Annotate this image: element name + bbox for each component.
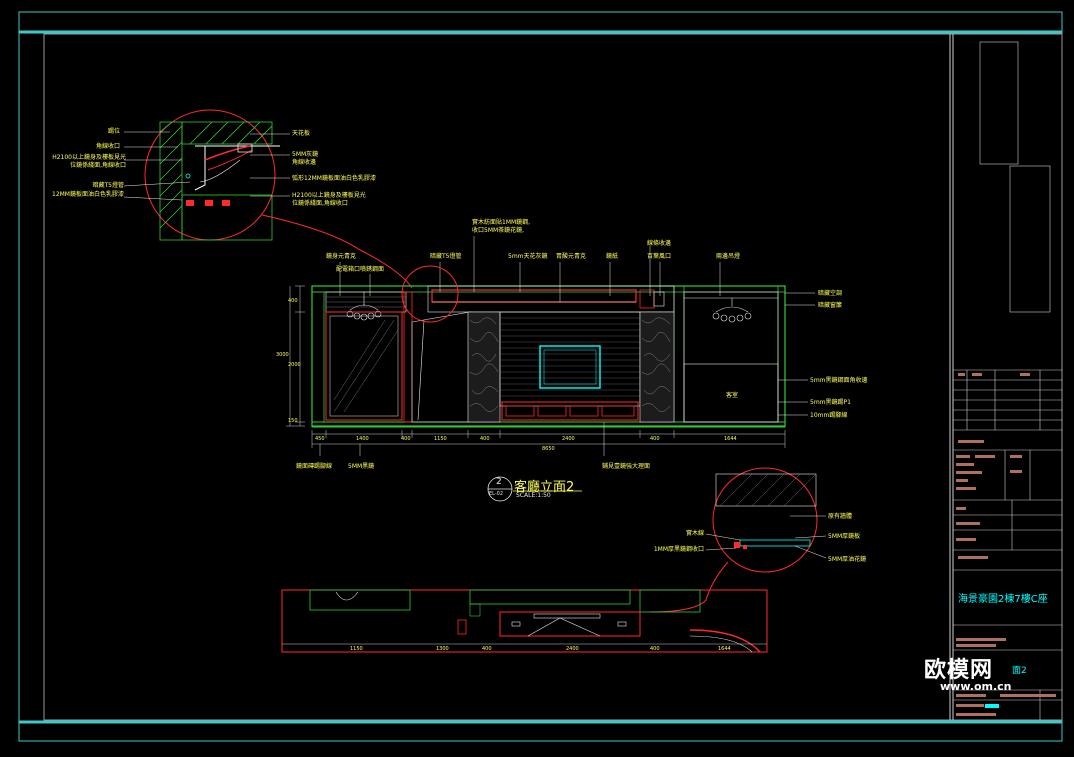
plan-dim-1: 1150 bbox=[350, 646, 363, 652]
elevation-main bbox=[286, 236, 815, 456]
elevation-right-room bbox=[683, 291, 779, 423]
watermark-logo: 欧模网 bbox=[924, 658, 994, 683]
elevation-dim-7: 400 bbox=[650, 436, 660, 442]
detail-top-label-7: 天花板 bbox=[292, 130, 311, 137]
elevation-dim-3: 400 bbox=[401, 436, 411, 442]
plan-dim-5: 400 bbox=[650, 646, 660, 652]
plan-dim-4: 2400 bbox=[566, 646, 579, 652]
detail-top-label-6: 12MM鏡板面油白色乳膠漆 bbox=[52, 191, 124, 198]
sheet-frame bbox=[18, 11, 1063, 742]
elevation-left-mirror bbox=[325, 311, 403, 421]
elevation-top-label-7: 胃酸元青克 bbox=[556, 253, 587, 260]
elevation-top-label-10: 百葉風口 bbox=[647, 253, 672, 260]
drawing-marker-number: 2 bbox=[496, 477, 502, 487]
floor-plan-strip bbox=[281, 589, 768, 653]
drawing-title-marker bbox=[487, 476, 582, 502]
detail-top-label-4: 位鏡係綫面,角線收口 bbox=[70, 162, 126, 169]
elevation-top-label-2: 配電箱口噴銹鋼面 bbox=[336, 266, 385, 273]
detail-top-leaders bbox=[123, 131, 290, 201]
elevation-top-label-8: 鏡紙 bbox=[606, 253, 619, 260]
elevation-dim-8: 1644 bbox=[724, 436, 737, 442]
elevation-top-label-6: 5mm天花灰鏡 bbox=[508, 253, 548, 260]
detail-circle-bottom bbox=[705, 467, 827, 573]
detail-top-label-5: 暗藏T5燈管 bbox=[92, 182, 124, 189]
detail-bottom-label-1: 實木線 bbox=[685, 530, 704, 537]
elevation-dim-6: 2400 bbox=[562, 436, 575, 442]
elevation-bottom-label-3: 鋪見壹鏡強大理面 bbox=[602, 463, 651, 470]
elevation-top-label-1: 鏡身元青克 bbox=[326, 253, 357, 260]
elevation-right-label-2: 暗藏窗簾 bbox=[818, 302, 843, 309]
elevation-angled-door bbox=[411, 311, 471, 423]
detail-top-label-2: 角線收口 bbox=[95, 143, 120, 150]
detail-top-label-3: H2100以上鏡身及樓板見光 bbox=[52, 154, 126, 161]
elevation-bottom-label-1: 鏡面磚踢腳線 bbox=[296, 463, 333, 470]
detail-circle-top bbox=[123, 109, 290, 241]
elevation-dim-total: 8650 bbox=[542, 446, 555, 452]
elevation-top-label-4: 實木紡面貼1MM鏡鋼, bbox=[472, 219, 531, 226]
detail-top-label-8: 5MM灰鏡 bbox=[292, 151, 319, 158]
elevation-right-label-5: 10mm踢腳線 bbox=[810, 412, 848, 419]
detail-top-label-9: 角線收邊 bbox=[292, 159, 317, 166]
elevation-right-label-1: 暗藏空調 bbox=[818, 290, 843, 297]
detail-top-label-12: 位鏡係綫面,角線收口 bbox=[292, 200, 348, 207]
elevation-top-label-9: 線條收邊 bbox=[647, 240, 672, 247]
title-block bbox=[953, 41, 1062, 720]
drawing-marker-code: EL-02 bbox=[489, 491, 504, 497]
elevation-tv bbox=[539, 345, 601, 389]
elevation-dim-left-1: 400 bbox=[288, 298, 298, 304]
detail-bottom-label-4: 5MM厚鏡板 bbox=[828, 533, 861, 540]
watermark-url: www.om.cn bbox=[940, 680, 1012, 693]
drawing-title: 客廳立面2 bbox=[514, 480, 575, 495]
detail-bottom-label-2: 1MM厚黑鏡鋼收口 bbox=[653, 546, 704, 553]
elevation-top-label-3: 暗藏T5燈管 bbox=[430, 253, 462, 260]
elevation-brick-wall bbox=[499, 311, 641, 407]
elevation-marble-left bbox=[467, 311, 501, 423]
elevation-top-label-11: 兩邊吊燈 bbox=[716, 253, 741, 260]
elevation-dim-1: 450 bbox=[315, 436, 325, 442]
elevation-dim-left-3: 3000 bbox=[276, 352, 289, 358]
elevation-room-label: 客室 bbox=[726, 392, 739, 399]
detail-top-connector bbox=[261, 214, 413, 289]
detail-top-label-1: 踢位 bbox=[107, 128, 120, 135]
detail-bottom-label-5: 5MM厚油花鏡 bbox=[828, 556, 867, 563]
elevation-label-leaders bbox=[319, 236, 815, 456]
detail-bottom-connector bbox=[649, 561, 729, 613]
elevation-tv-cabinet bbox=[501, 401, 639, 421]
elevation-dim-left-4: 150 bbox=[288, 418, 298, 424]
elevation-right-label-3: 5mm黑鏡鋼面角收邊 bbox=[810, 377, 868, 384]
project-name: 海景豪園2棟7樓C座 bbox=[958, 594, 1048, 605]
detail-top-label-11: H2100以上鏡身及樓板見光 bbox=[292, 192, 366, 199]
plan-dim-2: 1300 bbox=[436, 646, 449, 652]
detail-top-label-10: 弧形12MM鏡板面油白色乳膠漆 bbox=[292, 175, 376, 182]
elevation-dim-left-2: 2000 bbox=[288, 362, 301, 368]
elevation-dim-4: 1150 bbox=[434, 436, 447, 442]
sheet-label-suffix: 面2 bbox=[1012, 666, 1027, 676]
elevation-right-label-4: 5mm黑鏡踢P1 bbox=[810, 399, 851, 406]
elevation-bottom-label-2: 5MM黑鏡 bbox=[348, 463, 375, 470]
elevation-top-label-5: 收口5MM茶鏡花鏡, bbox=[472, 227, 525, 234]
elevation-dimension-lines bbox=[286, 285, 786, 448]
chandelier-right bbox=[712, 298, 752, 323]
drawing-scale: SCALE:1:50 bbox=[516, 492, 551, 499]
detail-bottom-label-3: 原有牆體 bbox=[828, 513, 853, 520]
detail-top-wall bbox=[159, 121, 273, 241]
plan-dim-3: 400 bbox=[482, 646, 492, 652]
elevation-marble-right bbox=[639, 311, 675, 423]
elevation-dim-2: 1400 bbox=[356, 436, 369, 442]
title-block-text-blocks bbox=[956, 373, 1056, 716]
elevation-dim-5: 400 bbox=[480, 436, 490, 442]
plan-dim-6: 1644 bbox=[718, 646, 731, 652]
